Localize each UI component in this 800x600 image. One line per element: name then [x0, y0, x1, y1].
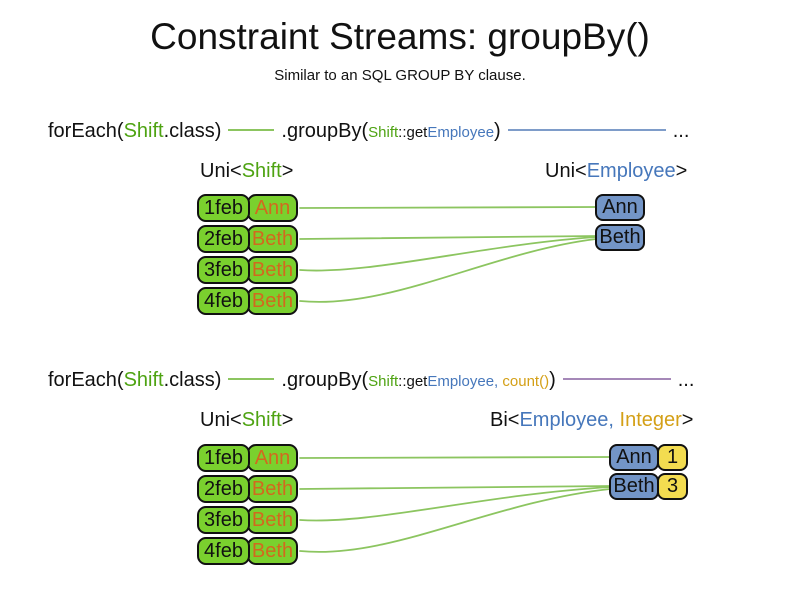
foreach-expression-2: forEach(Shift.class).groupBy(Shift::getE…: [48, 369, 694, 392]
label-suffix: >: [675, 160, 688, 182]
shift-date-cell: 4feb: [197, 287, 250, 315]
label-prefix: Uni<: [545, 160, 587, 182]
shift-class-text: Shift: [123, 120, 164, 142]
count-box: 3: [657, 473, 688, 500]
shift-employee-cell: Ann: [247, 444, 298, 472]
groupby-arg-employee: Employee: [427, 373, 495, 390]
groupby-call-text: .groupBy(: [281, 120, 369, 142]
connector-line: [299, 236, 597, 272]
connector-line: [299, 486, 611, 522]
label-comma: ,: [608, 409, 620, 431]
result-stream-line-blue: [507, 129, 666, 132]
shift-date-cell: 3feb: [197, 256, 250, 284]
connector-line: [299, 456, 612, 459]
shift-employee-cell: Beth: [247, 506, 298, 534]
shift-row: 3feb Beth: [197, 506, 298, 534]
stream-line-green: [228, 129, 275, 132]
groupby-arg-shift: Shift: [368, 124, 399, 141]
slide-subtitle: Similar to an SQL GROUP BY clause.: [274, 67, 526, 84]
foreach-call-text: forEach(: [48, 369, 124, 391]
label-type-shift: Shift: [241, 160, 282, 182]
shift-table-bottom: 1feb Ann 2feb Beth 3feb Beth 4feb Beth: [197, 444, 298, 568]
shift-date-cell: 1feb: [197, 444, 250, 472]
employee-box: Ann: [595, 194, 645, 221]
count-box: 1: [657, 444, 688, 471]
employee-count-group-column: Ann 1 Beth 3: [609, 444, 688, 502]
connector-line: [299, 238, 597, 303]
class-close-text: .class): [163, 120, 222, 142]
groupby-arg-employee: Employee: [427, 124, 495, 141]
groupby-arg-comma: ,: [494, 373, 503, 390]
shift-table-top: 1feb Ann 2feb Beth 3feb Beth 4feb Beth: [197, 194, 298, 318]
label-prefix: Uni<: [200, 160, 242, 182]
shift-date-cell: 2feb: [197, 475, 250, 503]
shift-employee-cell: Beth: [247, 475, 298, 503]
employee-box: Beth: [609, 473, 659, 500]
bi-employee-integer-label: Bi<Employee, Integer>: [490, 409, 693, 432]
shift-row: 3feb Beth: [197, 256, 298, 284]
connector-line: [299, 485, 612, 490]
class-close-text: .class): [163, 369, 222, 391]
ellipsis-text: ...: [677, 369, 695, 391]
label-suffix: >: [681, 409, 694, 431]
label-type-shift: Shift: [241, 409, 282, 431]
shift-row: 4feb Beth: [197, 537, 298, 565]
groupby-arg-shift: Shift: [368, 373, 399, 390]
shift-employee-cell: Beth: [247, 225, 298, 253]
ellipsis-text: ...: [672, 120, 690, 142]
label-prefix: Uni<: [200, 409, 242, 431]
shift-row: 1feb Ann: [197, 444, 298, 472]
shift-date-cell: 1feb: [197, 194, 250, 222]
group-row: Ann 1: [609, 444, 688, 471]
shift-row: 2feb Beth: [197, 225, 298, 253]
foreach-expression-1: forEach(Shift.class).groupBy(Shift::getE…: [48, 120, 689, 143]
connector-line: [299, 488, 611, 553]
label-type-employee: Employee: [519, 409, 609, 431]
shift-employee-cell: Beth: [247, 256, 298, 284]
groupby-close-text: ): [494, 120, 501, 142]
result-stream-line-purple: [562, 378, 671, 381]
shift-date-cell: 3feb: [197, 506, 250, 534]
employee-box: Beth: [595, 224, 645, 251]
shift-row: 2feb Beth: [197, 475, 298, 503]
shift-employee-cell: Ann: [247, 194, 298, 222]
uni-shift-label-bottom: Uni<Shift>: [200, 409, 293, 432]
label-suffix: >: [281, 160, 294, 182]
groupby-arg-getter: ::get: [398, 373, 428, 390]
slide-title: Constraint Streams: groupBy(): [150, 16, 650, 57]
label-type-integer: Integer: [619, 409, 682, 431]
shift-date-cell: 4feb: [197, 537, 250, 565]
connector-line: [299, 206, 598, 209]
employee-box: Ann: [609, 444, 659, 471]
shift-class-text: Shift: [123, 369, 164, 391]
label-type-employee: Employee: [586, 160, 676, 182]
uni-employee-label: Uni<Employee>: [545, 160, 687, 183]
groupby-close-text: ): [549, 369, 556, 391]
employee-group-column: Ann Beth: [595, 194, 645, 254]
connector-line: [299, 235, 598, 240]
group-row: Beth 3: [609, 473, 688, 500]
stream-line-green: [228, 378, 275, 381]
groupby-arg-getter: ::get: [398, 124, 428, 141]
shift-row: 1feb Ann: [197, 194, 298, 222]
label-prefix: Bi<: [490, 409, 520, 431]
foreach-call-text: forEach(: [48, 120, 124, 142]
label-suffix: >: [281, 409, 294, 431]
shift-employee-cell: Beth: [247, 287, 298, 315]
groupby-call-text: .groupBy(: [281, 369, 369, 391]
shift-date-cell: 2feb: [197, 225, 250, 253]
uni-shift-label-top: Uni<Shift>: [200, 160, 293, 183]
shift-employee-cell: Beth: [247, 537, 298, 565]
shift-row: 4feb Beth: [197, 287, 298, 315]
groupby-arg-count: count(): [502, 373, 550, 390]
